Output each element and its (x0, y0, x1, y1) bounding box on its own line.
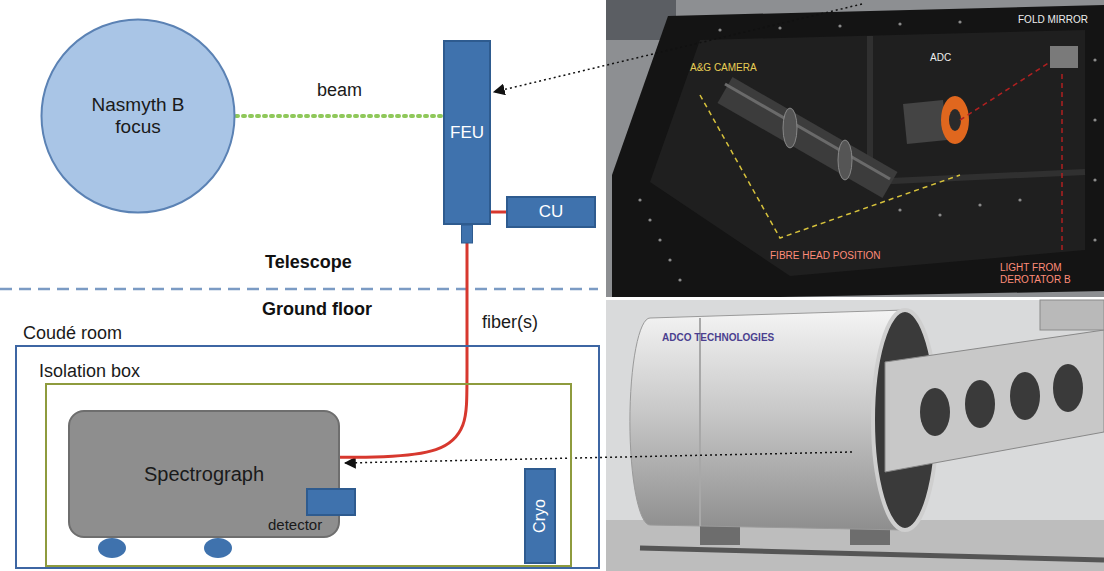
node-label: CU (539, 202, 564, 222)
wheel (204, 538, 232, 558)
light-path (1061, 74, 1063, 252)
room-heading: Coudé room (23, 323, 122, 344)
beam-line (236, 114, 443, 118)
optical-bench (885, 330, 1104, 472)
floor-separator (0, 288, 598, 291)
level-label: Telescope (265, 252, 352, 273)
node-label: Nasmyth B focus (73, 94, 203, 138)
vessel-logo: ADCO TECHNOLOGIES (662, 332, 774, 344)
photo-background (606, 300, 1104, 571)
detector-box: detector (306, 488, 356, 516)
cryo-box: Cryo (524, 468, 556, 564)
spectrograph-photo (606, 300, 1104, 571)
node-label: Cryo (531, 499, 549, 533)
room-heading: Isolation box (39, 361, 140, 382)
node-label: Spectrograph (144, 463, 264, 486)
photo-callout: FIBRE HEAD POSITION (770, 250, 881, 262)
adc-body (905, 120, 945, 124)
edge-label: beam (314, 80, 365, 101)
rail (640, 548, 1104, 560)
focus-circle: Nasmyth B focus (40, 18, 236, 214)
feu-photo (606, 0, 1104, 297)
camera-body (725, 90, 890, 185)
room-frame: Coudé roomIsolation boxSpectrographdetec… (15, 345, 600, 569)
isolation-frame: Isolation boxSpectrographdetectorCryo (45, 383, 572, 567)
adc-aperture (949, 109, 961, 131)
adc-ring (941, 96, 969, 144)
node-label: detector (268, 516, 322, 533)
level-label: Ground floor (262, 299, 372, 320)
node-label: FEU (450, 123, 484, 143)
mounting-holes (638, 20, 1096, 281)
camera-highlight (725, 84, 890, 179)
lens (838, 140, 852, 180)
enclosure-floor (650, 30, 1085, 276)
photo-background (606, 0, 1104, 297)
vessel-seam (699, 318, 701, 526)
lens (783, 108, 797, 148)
light-path (960, 62, 1050, 120)
control-cable (491, 211, 506, 214)
bench-holes (920, 364, 1083, 436)
vessel-body (630, 310, 905, 530)
fiber-line (340, 225, 467, 457)
edge-label: fiber(s) (479, 312, 541, 333)
wheel (98, 538, 126, 558)
cu-box: CU (506, 196, 596, 228)
photo-callout: FOLD MIRROR (1018, 14, 1088, 26)
focus-ring (42, 20, 235, 213)
guide-path (700, 95, 960, 238)
feu-box: FEU (443, 40, 491, 225)
fiber-connector (462, 225, 473, 243)
divider-wall (870, 36, 1085, 182)
fold-mirror (1050, 46, 1078, 68)
photo-leader (494, 4, 862, 92)
photo-callout: LIGHT FROM DEROTATOR B (1000, 262, 1092, 285)
photo-callout: ADC (930, 52, 951, 64)
photo-callout: A&G CAMERA (690, 62, 757, 74)
enclosure (612, 5, 1104, 297)
bench-plate (1040, 300, 1104, 330)
